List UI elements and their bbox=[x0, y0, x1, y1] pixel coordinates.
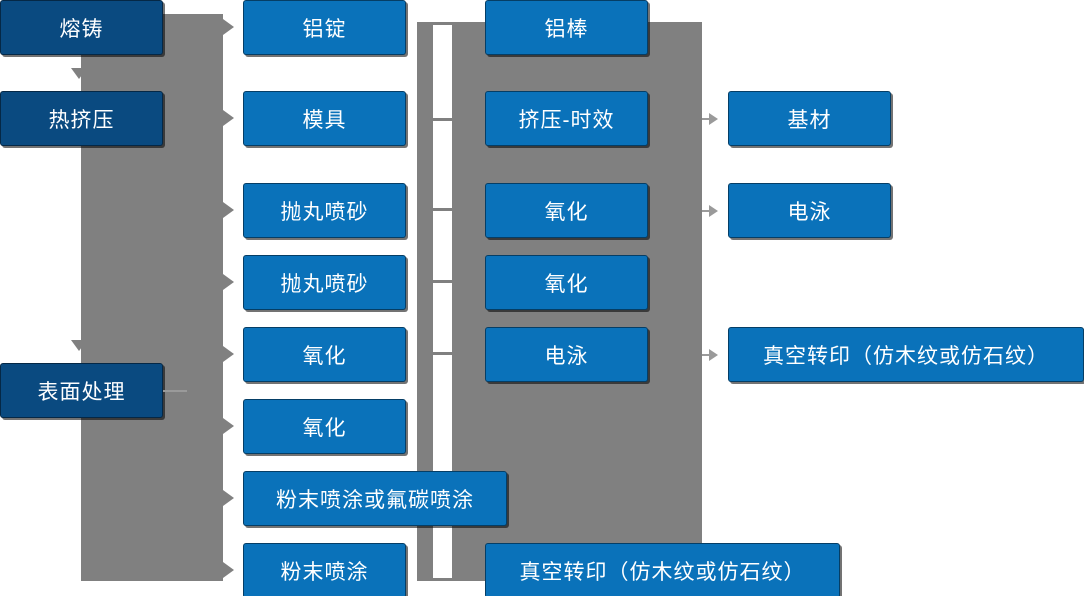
process-a-box-powder-or-fluorocarbon-coating[interactable]: 粉末喷涂或氟碳喷涂 bbox=[243, 471, 507, 526]
arrow-line-out-3 bbox=[702, 354, 711, 356]
process-b-box-oxidation-1[interactable]: 氧化 bbox=[485, 183, 648, 238]
output-box-electrophoresis[interactable]: 电泳 bbox=[728, 183, 891, 238]
process-a-box-aluminum-ingot[interactable]: 铝锭 bbox=[243, 0, 406, 55]
gray-stub-pb-2 bbox=[433, 118, 457, 121]
connector-surface-treatment bbox=[163, 390, 187, 392]
process-b-label-1: 铝棒 bbox=[544, 17, 589, 41]
gray-stub-pb-3 bbox=[433, 208, 457, 211]
arrow-to-out-2 bbox=[709, 205, 718, 217]
process-a-label-4: 抛丸喷砂 bbox=[280, 272, 369, 296]
process-a-box-oxidation-1[interactable]: 氧化 bbox=[243, 327, 406, 382]
process-a-box-mold[interactable]: 模具 bbox=[243, 91, 406, 146]
stage-box-surface-treatment[interactable]: 表面处理 bbox=[0, 363, 163, 418]
gray-arrow-to-pa-4 bbox=[223, 274, 234, 290]
arrow-to-out-1 bbox=[709, 113, 718, 125]
process-b-box-vacuum-transfer-printing[interactable]: 真空转印（仿木纹或仿石纹） bbox=[485, 543, 840, 596]
gray-arrow-to-pa-2 bbox=[223, 110, 234, 126]
output-label-1: 基材 bbox=[787, 108, 832, 132]
arrow-to-out-3 bbox=[709, 349, 718, 361]
process-b-label-5: 电泳 bbox=[544, 344, 589, 368]
arrow-line-out-2 bbox=[702, 210, 711, 212]
process-b-label-4: 氧化 bbox=[544, 272, 589, 296]
stage-box-smelting[interactable]: 熔铸 bbox=[0, 0, 163, 55]
stage-label-hot-extrusion: 热挤压 bbox=[48, 108, 115, 132]
gray-arrow-down-to-surface-treatment bbox=[71, 340, 87, 351]
gray-arrow-to-pa-7 bbox=[223, 490, 234, 506]
gray-stub-pb-5 bbox=[433, 352, 457, 355]
process-b-label-2: 挤压-时效 bbox=[518, 108, 615, 132]
process-a-box-oxidation-2[interactable]: 氧化 bbox=[243, 399, 406, 454]
output-label-2: 电泳 bbox=[787, 200, 832, 224]
gray-arrow-to-pa-3 bbox=[223, 202, 234, 218]
process-a-label-5: 氧化 bbox=[302, 344, 347, 368]
gray-stub-pb-6 bbox=[433, 578, 457, 581]
process-a-label-2: 模具 bbox=[302, 108, 347, 132]
process-a-box-shot-blasting-2[interactable]: 抛丸喷砂 bbox=[243, 255, 406, 310]
output-box-substrate[interactable]: 基材 bbox=[728, 91, 891, 146]
process-a-label-7: 粉末喷涂或氟碳喷涂 bbox=[276, 488, 474, 512]
output-label-3: 真空转印（仿木纹或仿石纹） bbox=[763, 344, 1049, 368]
stage-label-surface-treatment: 表面处理 bbox=[37, 380, 126, 404]
gray-arrow-to-pa-1 bbox=[223, 19, 234, 35]
process-a-label-6: 氧化 bbox=[302, 416, 347, 440]
process-a-box-powder-coating[interactable]: 粉末喷涂 bbox=[243, 543, 406, 596]
process-b-box-electrophoresis[interactable]: 电泳 bbox=[485, 327, 648, 382]
process-b-label-3: 氧化 bbox=[544, 200, 589, 224]
output-box-vacuum-transfer-printing[interactable]: 真空转印（仿木纹或仿石纹） bbox=[728, 327, 1084, 382]
process-b-label-6: 真空转印（仿木纹或仿石纹） bbox=[519, 560, 806, 584]
stage-label-smelting: 熔铸 bbox=[59, 17, 104, 41]
gray-arrow-to-pa-8 bbox=[223, 562, 234, 578]
process-a-box-shot-blasting-1[interactable]: 抛丸喷砂 bbox=[243, 183, 406, 238]
arrow-line-out-1 bbox=[702, 118, 711, 120]
stage-box-hot-extrusion[interactable]: 热挤压 bbox=[0, 91, 163, 146]
gray-arrow-down-to-hot-extrusion bbox=[71, 68, 87, 79]
process-a-label-1: 铝锭 bbox=[302, 17, 347, 41]
gray-rail-middle bbox=[417, 22, 433, 581]
process-b-box-extrusion-aging[interactable]: 挤压-时效 bbox=[485, 91, 648, 146]
gray-arrow-to-pa-6 bbox=[223, 418, 234, 434]
gray-arrow-to-pa-5 bbox=[223, 346, 234, 362]
gray-stub-pb-1 bbox=[433, 22, 457, 25]
process-b-box-oxidation-2[interactable]: 氧化 bbox=[485, 255, 648, 310]
gray-stub-pb-4 bbox=[433, 280, 457, 283]
process-a-label-3: 抛丸喷砂 bbox=[280, 200, 369, 224]
process-a-label-8: 粉末喷涂 bbox=[280, 560, 369, 584]
process-b-box-aluminum-bar[interactable]: 铝棒 bbox=[485, 0, 648, 55]
